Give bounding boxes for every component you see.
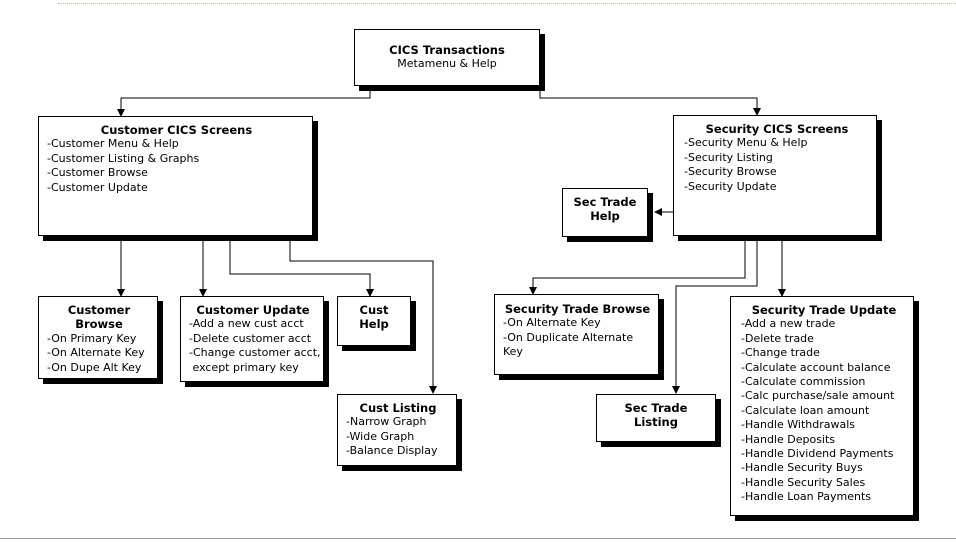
node-customer-update: Customer Update -Add a new cust acct -De… xyxy=(180,296,324,382)
node-line: -Customer Menu & Help xyxy=(47,137,179,151)
node-line: -Security Update xyxy=(684,179,777,193)
node-line: -Handle Withdrawals xyxy=(741,418,856,432)
node-line: -Customer Browse xyxy=(47,166,148,180)
node-line: -Customer Update xyxy=(47,180,148,194)
node-title: Security Trade Update xyxy=(751,303,897,317)
node-line: -Balance Display xyxy=(346,444,438,458)
bottom-divider xyxy=(0,538,956,539)
node-line: -Add a new cust acct xyxy=(189,317,304,331)
node-line: -Delete trade xyxy=(741,331,814,345)
edge-security-trade-browse xyxy=(529,236,746,295)
node-line: -Delete customer acct xyxy=(189,331,312,345)
node-line: -Calculate account balance xyxy=(741,360,891,374)
node-line: -Change customer acct, xyxy=(189,346,321,360)
node-title: Cust Listing xyxy=(359,401,437,415)
node-title: Customer CICS Screens xyxy=(100,123,253,137)
node-line: -Handle Security Buys xyxy=(741,461,863,475)
node-line: -Security Menu & Help xyxy=(684,136,808,150)
node-line: -Add a new trade xyxy=(741,317,836,331)
node-line: except primary key xyxy=(189,360,299,374)
node-title: Customer xyxy=(67,303,131,317)
edge-customer-help xyxy=(229,236,374,297)
node-line: -Change trade xyxy=(741,346,820,360)
node-title: Customer Update xyxy=(196,303,310,317)
top-divider xyxy=(58,3,956,4)
node-sec-trade-help: Sec Trade Help xyxy=(562,188,648,237)
node-line: -Calculate loan amount xyxy=(741,403,870,417)
node-title: Sec Trade xyxy=(573,195,637,209)
node-line: Metamenu & Help xyxy=(397,57,497,71)
node-line: -Handle Security Sales xyxy=(741,475,866,489)
node-line: -Security Browse xyxy=(684,165,777,179)
node-line: -Calc purchase/sale amount xyxy=(741,389,895,403)
node-line: -Narrow Graph xyxy=(346,415,427,429)
node-line: -On Primary Key xyxy=(47,331,137,345)
edge-root-security xyxy=(539,86,761,116)
node-line: -On Alternate Key xyxy=(503,316,601,330)
node-line: -Handle Dividend Payments xyxy=(741,447,894,461)
node-title: Listing xyxy=(634,415,678,430)
node-security-trade-browse: Security Trade Browse -On Alternate Key … xyxy=(494,294,659,375)
edge-security-trade-listing xyxy=(672,236,758,394)
node-line: -Security Listing xyxy=(684,150,773,164)
node-line: Key xyxy=(503,345,523,359)
node-title: Security CICS Screens xyxy=(705,122,849,136)
node-cust-listing: Cust Listing -Narrow Graph -Wide Graph -… xyxy=(337,394,457,466)
edge-customer-listing xyxy=(289,236,437,394)
node-sec-trade-listing: Sec Trade Listing xyxy=(596,394,716,442)
node-title: Help xyxy=(590,209,620,224)
edge-root-customer xyxy=(117,86,371,117)
node-line: -On Alternate Key xyxy=(47,346,145,360)
node-line: -On Dupe Alt Key xyxy=(47,360,142,374)
node-line: -Calculate commission xyxy=(741,375,866,389)
node-line: -On Duplicate Alternate xyxy=(503,330,634,344)
node-title: Cust xyxy=(359,303,389,317)
node-title: Security Trade Browse xyxy=(504,302,651,316)
node-security-trade-update: Security Trade Update -Add a new trade -… xyxy=(730,296,914,516)
node-security-cics-screens: Security CICS Screens -Security Menu & H… xyxy=(673,115,877,236)
node-title: Browse xyxy=(75,317,123,332)
node-title: Sec Trade xyxy=(624,401,688,415)
node-line: -Customer Listing & Graphs xyxy=(47,151,200,165)
node-customer-cics-screens: Customer CICS Screens -Customer Menu & H… xyxy=(38,116,313,236)
node-customer-browse: Customer Browse -On Primary Key -On Alte… xyxy=(38,296,158,379)
node-line: -Handle Loan Payments xyxy=(741,490,872,504)
node-cust-help: Cust Help xyxy=(337,296,411,346)
node-title: Help xyxy=(359,317,389,332)
node-title: CICS Transactions xyxy=(389,43,505,57)
node-cics-transactions: CICS Transactions Metamenu & Help xyxy=(354,29,540,86)
node-line: -Wide Graph xyxy=(346,429,415,443)
node-line: -Handle Deposits xyxy=(741,432,836,446)
